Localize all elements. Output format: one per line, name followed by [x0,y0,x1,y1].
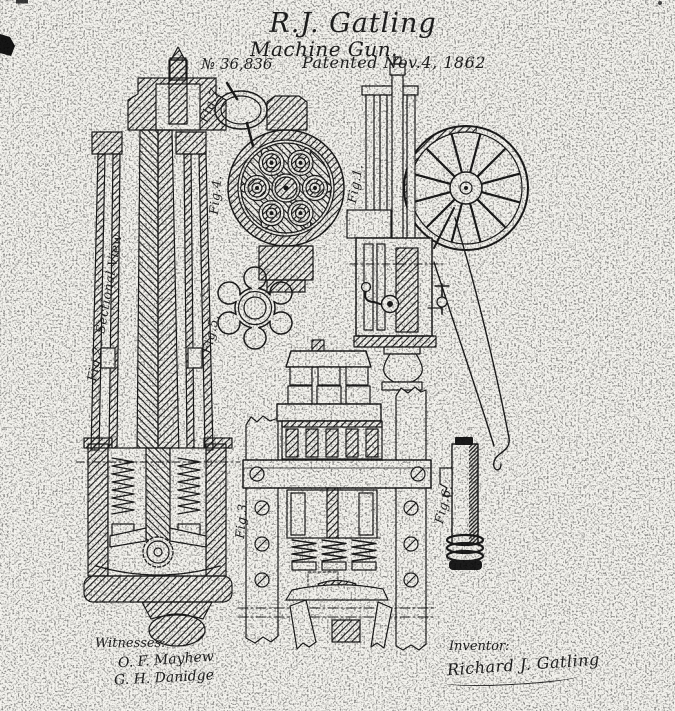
inventor-label: Inventor: [449,640,510,653]
patent-number: № 36,836 [201,57,272,72]
header-inventor-name: R.J. Gatling [263,10,443,37]
witnesses-label: Witnesses: [95,637,166,650]
patent-date: Patented Nov.4, 1862 [302,55,486,71]
